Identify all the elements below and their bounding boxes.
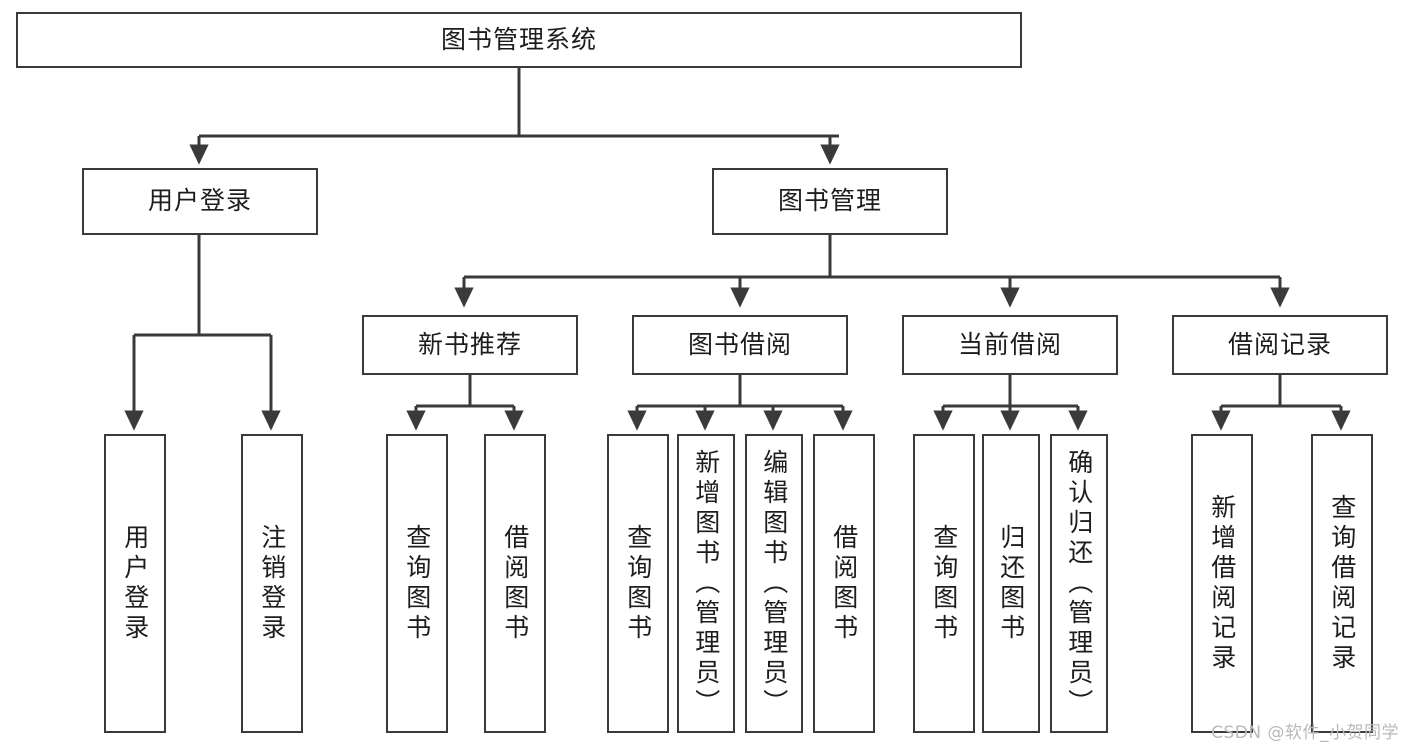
node-label: 图书管理	[777, 186, 882, 216]
node-label: 归还图书	[996, 523, 1026, 644]
node-label: 编辑图书（管理员）	[759, 448, 789, 719]
node-label: 新增借阅记录	[1207, 493, 1237, 674]
leaf-borrow-book[interactable]: 借阅图书	[813, 434, 875, 733]
node-label: 当前借阅	[957, 329, 1062, 359]
leaf-confirm-return-admin[interactable]: 确认归还（管理员）	[1050, 434, 1108, 733]
watermark-text: CSDN @软件_小贺同学	[1211, 723, 1399, 743]
node-current-borrow[interactable]: 当前借阅	[902, 315, 1118, 375]
leaf-add-borrow-record[interactable]: 新增借阅记录	[1191, 434, 1253, 733]
node-label: 图书管理系统	[440, 24, 597, 54]
node-label: 借阅记录	[1227, 329, 1332, 359]
leaf-edit-book-admin[interactable]: 编辑图书（管理员）	[745, 434, 803, 733]
leaf-user-login[interactable]: 用户登录	[104, 434, 166, 733]
leaf-user-logout[interactable]: 注销登录	[241, 434, 303, 733]
node-label: 查询图书	[929, 523, 959, 644]
node-label: 查询借阅记录	[1327, 493, 1357, 674]
leaf-borrow-book-recommend[interactable]: 借阅图书	[484, 434, 546, 733]
node-label: 借阅图书	[829, 523, 859, 644]
leaf-query-book-current[interactable]: 查询图书	[913, 434, 975, 733]
node-user-login[interactable]: 用户登录	[82, 168, 318, 235]
node-label: 图书借阅	[687, 329, 792, 359]
node-new-book-recommend[interactable]: 新书推荐	[362, 315, 578, 375]
node-label: 注销登录	[257, 523, 287, 644]
node-root-book-management-system[interactable]: 图书管理系统	[16, 12, 1022, 68]
node-label: 新书推荐	[417, 329, 522, 359]
leaf-return-book[interactable]: 归还图书	[982, 434, 1040, 733]
node-label: 新增图书（管理员）	[691, 448, 721, 719]
node-label: 用户登录	[120, 523, 150, 644]
node-book-borrow[interactable]: 图书借阅	[632, 315, 848, 375]
leaf-query-borrow-record[interactable]: 查询借阅记录	[1311, 434, 1373, 733]
node-label: 查询图书	[623, 523, 653, 644]
leaf-add-book-admin[interactable]: 新增图书（管理员）	[677, 434, 735, 733]
node-book-management[interactable]: 图书管理	[712, 168, 948, 235]
node-borrow-record[interactable]: 借阅记录	[1172, 315, 1388, 375]
node-label: 借阅图书	[500, 523, 530, 644]
leaf-query-book-recommend[interactable]: 查询图书	[386, 434, 448, 733]
node-label: 确认归还（管理员）	[1064, 448, 1094, 719]
leaf-query-book-borrow[interactable]: 查询图书	[607, 434, 669, 733]
node-label: 查询图书	[402, 523, 432, 644]
node-label: 用户登录	[147, 186, 252, 216]
